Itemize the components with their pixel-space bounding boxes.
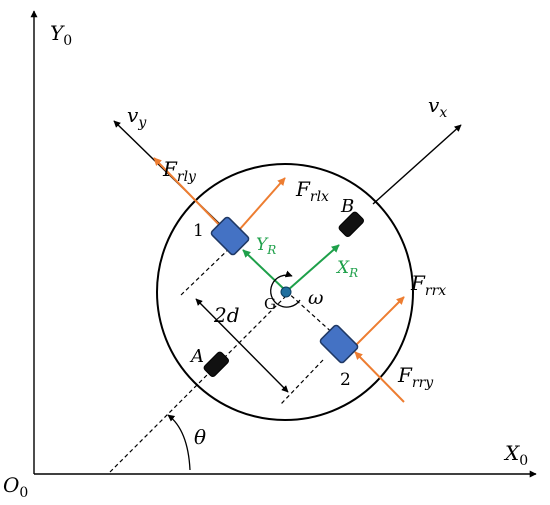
o0-label: O0: [3, 473, 28, 500]
caster-a: [203, 351, 229, 377]
frly-label: Frly: [162, 157, 197, 185]
center-point-g: [280, 286, 292, 298]
wheel2-extension-dashed-line: [280, 359, 324, 405]
x0-label: X0: [503, 441, 528, 469]
wheel-2: [319, 324, 359, 364]
frrx-label: Frrx: [410, 271, 446, 299]
point-b-label: B: [340, 196, 354, 217]
caster-b: [338, 211, 364, 237]
vx-label: vx: [428, 93, 447, 121]
wheel-2-label: 2: [340, 370, 351, 390]
point-a-label: A: [189, 346, 204, 367]
dimension-2d-arrow: [195, 298, 289, 393]
omega-arc: [270, 270, 301, 308]
theta-arc: [167, 414, 191, 471]
omega-label: ω: [308, 287, 324, 309]
xr-label: XR: [335, 258, 358, 280]
xr-axis: [287, 244, 340, 291]
force-frlx-arrow: [231, 177, 286, 239]
robot-chassis: [156, 163, 414, 421]
rear-axle-dashed-line: [180, 245, 233, 296]
wheel-1-label: 1: [193, 221, 204, 241]
vy-label: vy: [127, 103, 147, 131]
dimension-2d-label: 2d: [213, 303, 240, 327]
frry-label: Frry: [397, 363, 434, 391]
frlx-label: Frlx: [295, 177, 329, 205]
point-g-label: G: [264, 295, 276, 313]
force-frrx-arrow: [354, 296, 405, 347]
force-frry-arrow: [354, 351, 405, 403]
yr-label: YR: [256, 235, 276, 257]
wheel-1: [210, 216, 250, 256]
vx-axis: [372, 124, 462, 205]
y0-label: Y0: [50, 21, 72, 49]
center-to-wheel2-dashed-line: [285, 290, 337, 337]
yr-axis: [242, 249, 286, 291]
theta-label: θ: [194, 425, 206, 449]
